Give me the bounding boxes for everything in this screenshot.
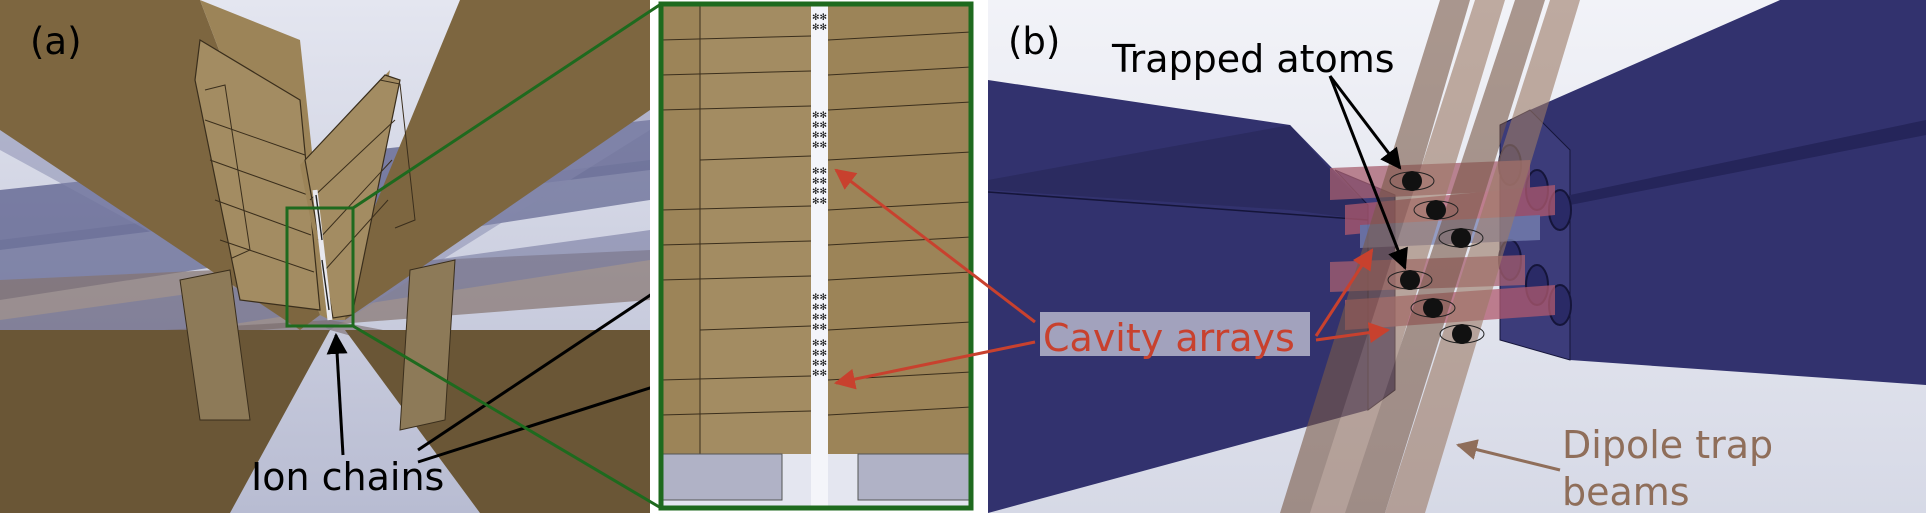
panel-b: (b) Trapped atoms Dipole trap beams <box>988 0 1926 513</box>
svg-text:✻✻: ✻✻ <box>812 369 827 379</box>
svg-text:✻✻: ✻✻ <box>812 339 827 349</box>
electrode-right <box>300 0 650 513</box>
ion-chain-arrow-zoom-1 <box>417 293 650 452</box>
ion-chain-arrows <box>326 293 650 464</box>
atom-arrow-2 <box>1328 75 1408 270</box>
svg-text:✻✻: ✻✻ <box>812 23 827 33</box>
panel-a: (a) Ion chains <box>0 0 650 513</box>
dipole-trap-beams-label-line1: Dipole trap <box>1562 423 1773 467</box>
cavity-arrow-zoom-1 <box>834 168 1036 324</box>
svg-text:✻✻: ✻✻ <box>812 141 827 151</box>
svg-text:✻✻: ✻✻ <box>812 313 827 323</box>
atom-1 <box>1389 171 1435 191</box>
svg-text:✻✻: ✻✻ <box>812 187 827 197</box>
zoom-connectors <box>352 2 662 510</box>
cavity-arrays-label: Cavity arrays <box>1043 316 1295 360</box>
zoom-ion-chain: ✻✻✻✻ ✻✻✻✻ ✻✻✻✻ ✻✻✻✻ ✻✻✻✻ ✻✻✻✻ ✻✻✻✻ ✻✻✻✻ … <box>812 13 827 379</box>
atom-arrows <box>1328 75 1408 270</box>
cavity-arrow-b-1 <box>1314 248 1374 337</box>
zoom-slot <box>811 4 828 508</box>
svg-text:✻✻: ✻✻ <box>812 293 827 303</box>
svg-text:✻✻: ✻✻ <box>812 359 827 369</box>
svg-text:✻✻: ✻✻ <box>812 13 827 23</box>
atom-2 <box>1413 200 1459 220</box>
cavity-arrows-b <box>1314 248 1391 344</box>
ion-chain-arrow-a <box>326 332 348 456</box>
panel-label-b: (b) <box>1008 20 1060 63</box>
ion-chains-label: Ion chains <box>251 455 444 499</box>
cavity-arrow-b-2 <box>1315 322 1391 344</box>
cavity-arrow-zoom-2 <box>833 340 1036 390</box>
zoom-electrode-right <box>827 4 971 501</box>
ion-chain-a <box>312 189 333 321</box>
cavity-label-backdrop <box>1040 312 1310 356</box>
svg-text:✻✻: ✻✻ <box>812 111 827 121</box>
trapped-atoms-label: Trapped atoms <box>1111 37 1395 81</box>
atom-4 <box>1387 270 1433 290</box>
atom-arrow-1 <box>1328 75 1402 170</box>
trapped-atoms <box>1387 171 1485 344</box>
ion-chain-arrow-zoom-2 <box>417 386 650 464</box>
zoom-box-a <box>285 206 355 328</box>
svg-text:✻✻: ✻✻ <box>812 167 827 177</box>
zoom-electrode-left <box>661 4 812 501</box>
svg-text:✻✻: ✻✻ <box>812 323 827 333</box>
zoom-panel: ✻✻✻✻ ✻✻✻✻ ✻✻✻✻ ✻✻✻✻ ✻✻✻✻ ✻✻✻✻ ✻✻✻✻ ✻✻✻✻ … <box>661 4 971 508</box>
zoom-frame <box>658 1 974 511</box>
svg-text:✻✻: ✻✻ <box>812 349 827 359</box>
panel-label-a: (a) <box>30 20 82 63</box>
cavity-arrows-zoom <box>833 168 1036 390</box>
atom-5 <box>1410 298 1456 318</box>
beam-arrow <box>1455 439 1561 472</box>
svg-text:✻✻: ✻✻ <box>812 131 827 141</box>
svg-text:✻✻: ✻✻ <box>812 303 827 313</box>
dipole-trap-beams-label-line2: beams <box>1562 470 1690 513</box>
svg-text:✻✻: ✻✻ <box>812 121 827 131</box>
atom-6 <box>1439 324 1485 344</box>
electrode-left <box>0 0 330 513</box>
svg-text:✻✻: ✻✻ <box>812 177 827 187</box>
svg-text:✻✻: ✻✻ <box>812 197 827 207</box>
atom-3 <box>1438 228 1484 248</box>
